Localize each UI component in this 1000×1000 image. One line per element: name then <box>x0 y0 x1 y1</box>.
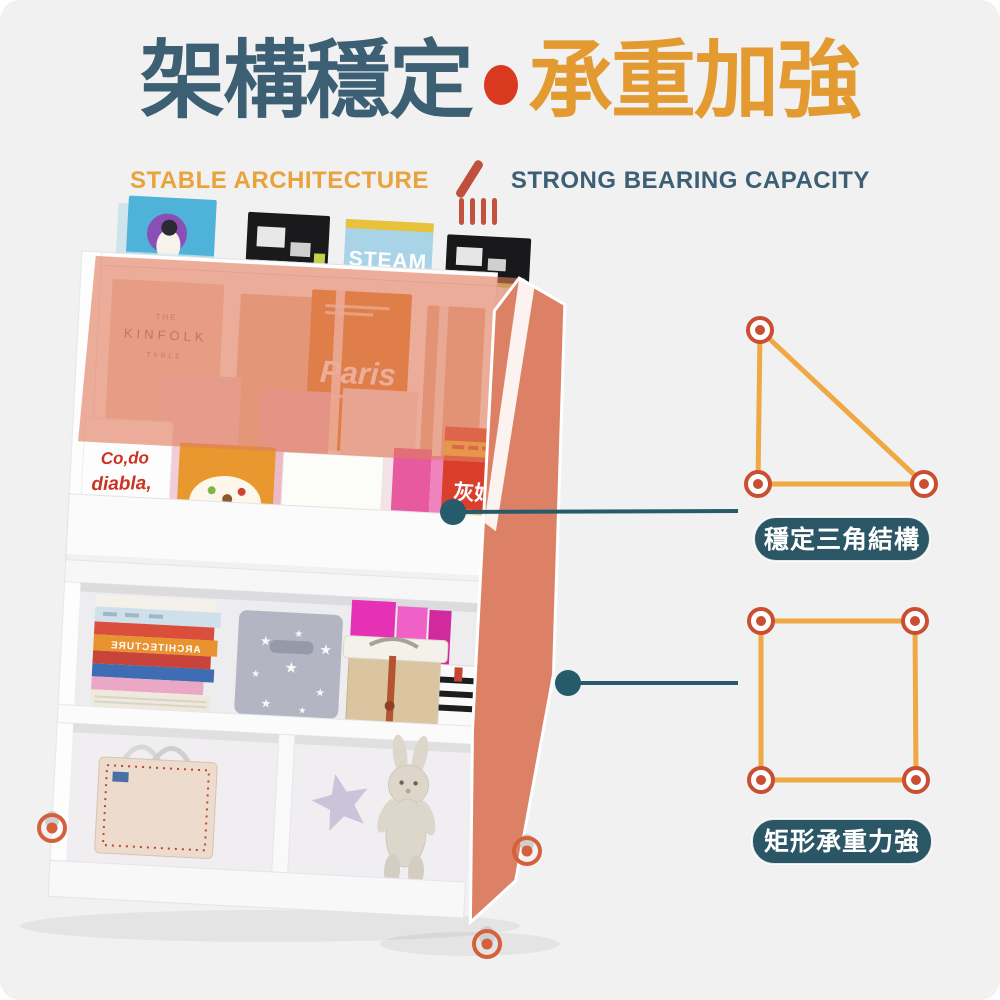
star-icon: ★ <box>298 705 307 715</box>
star-icon: ★ <box>251 669 261 680</box>
floor-shadow <box>20 910 560 956</box>
dot-separator-icon <box>484 64 518 105</box>
bullseye-icon <box>902 766 930 794</box>
magazine-black-1 <box>245 211 331 274</box>
callout-line-top <box>452 509 739 514</box>
cube-handle <box>269 639 314 655</box>
casters <box>37 811 542 959</box>
subtitle-right: STRONG BEARING CAPACITY <box>510 167 870 194</box>
storage-cube: ★ ★ ★ ★ ★ ★ ★ ★ <box>234 610 343 719</box>
bullseye-icon <box>744 470 772 498</box>
bullseye-icon <box>910 470 938 498</box>
title-left: 架構穩定 <box>139 34 474 129</box>
caster-ring-icon <box>472 929 502 959</box>
star-icon: ★ <box>284 659 298 677</box>
rail-shadow <box>65 553 482 582</box>
star-icon: ★ <box>319 641 332 658</box>
highlight-overlay <box>78 255 526 465</box>
middle-shelf-items: ARCHITECTURE ★ ★ ★ ★ <box>90 594 478 727</box>
side-slope-edge <box>484 278 535 532</box>
title-right: 承重加強 <box>528 34 862 129</box>
triangle-label-pill <box>753 516 931 562</box>
weight-bars-icon <box>459 198 497 225</box>
star-icon: ★ <box>260 696 271 711</box>
caster-ring-icon <box>512 836 542 866</box>
rectangle-label: 矩形承重力強 <box>764 828 920 856</box>
book-stack: ARCHITECTURE <box>90 594 222 713</box>
star-icon: ★ <box>315 687 326 700</box>
rectangle-diagram: 矩形承重力強 <box>747 607 933 865</box>
striped-box <box>437 663 478 727</box>
cubby-inner-shadow <box>72 723 473 754</box>
rectangle-label-pill <box>751 818 933 865</box>
plush-bunny <box>377 734 436 888</box>
callout-dot-icon <box>555 670 581 696</box>
callouts <box>440 499 739 696</box>
bullseye-icon <box>746 316 774 344</box>
bookshelf: STEAM THE KINFOLK TABLE <box>47 195 567 926</box>
subtitle-left: STABLE ARCHITECTURE <box>130 167 429 194</box>
tote-bag <box>94 744 218 860</box>
triangle-label: 穩定三角結構 <box>764 525 920 554</box>
side-panel <box>468 276 567 926</box>
bullseye-icon <box>747 766 775 794</box>
caster-ring-icon <box>37 813 67 843</box>
star-icon: ★ <box>259 633 271 649</box>
script-line-1: Co,do <box>101 448 149 468</box>
callout-dot-icon <box>440 499 466 525</box>
triangle-diagram: 穩定三角結構 <box>744 316 938 562</box>
cubby-items <box>94 734 436 888</box>
script-line-2: diabla, <box>91 473 152 495</box>
star-pillow <box>311 774 368 831</box>
plinth <box>47 859 467 919</box>
subtitle: STABLE ARCHITECTURE STRONG BEARING CAPAC… <box>0 158 1000 204</box>
main-title: 架構穩定 承重加強 <box>0 34 1000 129</box>
star-icon: ★ <box>294 629 304 640</box>
architecture-spine-text: ARCHITECTURE <box>110 640 201 656</box>
bullseye-icon <box>901 607 929 635</box>
wooden-box <box>342 635 449 725</box>
bullseye-icon <box>747 607 775 635</box>
